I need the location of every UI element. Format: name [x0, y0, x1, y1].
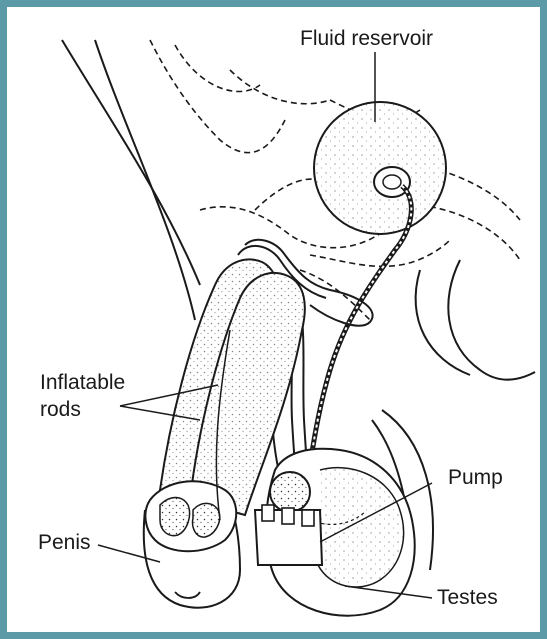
fluid-reservoir: [314, 102, 446, 234]
implant-illustration: Fluid reservoir Inflatable rods Pump Pen…: [7, 7, 540, 632]
penis-label: Penis: [38, 531, 91, 554]
penis-leader-line: [98, 545, 160, 562]
inflatable-rods-label-line2: rods: [40, 398, 81, 421]
pump-label: Pump: [448, 466, 503, 489]
fluid-reservoir-label: Fluid reservoir: [300, 27, 433, 50]
inflatable-rods-label-line1: Inflatable: [40, 371, 125, 394]
testes-label: Testes: [437, 586, 498, 609]
